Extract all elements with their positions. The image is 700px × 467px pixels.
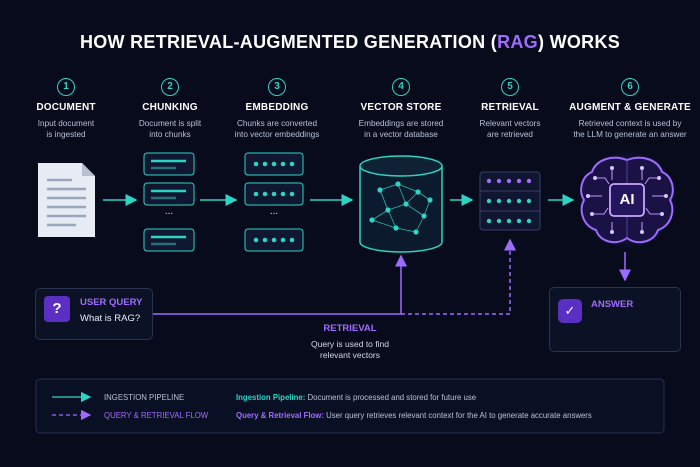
step-number: 3	[268, 78, 286, 96]
chunk-ellipsis: ...	[164, 206, 174, 217]
question-icon: ?	[44, 296, 70, 322]
legend-query-title: Query & Retrieval Flow:	[236, 411, 324, 420]
ai-brain-icon	[577, 150, 677, 250]
step-number: 2	[161, 78, 179, 96]
retrieval-label: RETRIEVAL	[323, 323, 377, 334]
step-augment-generate: 6 AUGMENT & GENERATE Retrieved context i…	[560, 78, 700, 140]
embedding-cards	[244, 152, 304, 252]
chunk-cards	[143, 152, 195, 252]
document-icon	[38, 163, 95, 237]
step-number: 5	[501, 78, 519, 96]
step-number: 1	[57, 78, 75, 96]
step-title: CHUNKING	[142, 102, 198, 113]
vector-database-icon	[359, 155, 443, 253]
user-query-text: What is RAG?	[80, 313, 141, 324]
ai-label: AI	[619, 191, 635, 208]
check-icon: ✓	[558, 299, 582, 323]
step-title: AUGMENT & GENERATE	[569, 102, 691, 113]
legend-box	[35, 378, 665, 434]
legend-ingestion-desc: Ingestion Pipeline: Document is processe…	[236, 393, 477, 402]
arrow-retrieval-flow	[401, 238, 516, 315]
legend-query-label: QUERY & RETRIEVAL FLOW	[104, 411, 209, 420]
answer-label: ANSWER	[591, 299, 634, 310]
embedding-ellipsis: ...	[269, 206, 279, 217]
step-title: RETRIEVAL	[481, 102, 539, 113]
step-title: VECTOR STORE	[360, 102, 442, 113]
page-title: HOW RETRIEVAL-AUGMENTED GENERATION (RAG)…	[79, 32, 621, 52]
user-query-label: USER QUERY	[80, 297, 143, 308]
step-number: 4	[392, 78, 410, 96]
legend-query-desc: Query & Retrieval Flow: User query retri…	[236, 411, 592, 420]
arrow-query-to-store	[150, 254, 407, 315]
step-title: DOCUMENT	[36, 102, 96, 113]
retrieval-panel	[479, 171, 541, 231]
step-number: 6	[621, 78, 639, 96]
legend-ingestion-label: INGESTION PIPELINE	[104, 393, 185, 402]
legend-ingestion-title: Ingestion Pipeline:	[236, 393, 306, 402]
step-title: EMBEDDING	[245, 102, 309, 113]
